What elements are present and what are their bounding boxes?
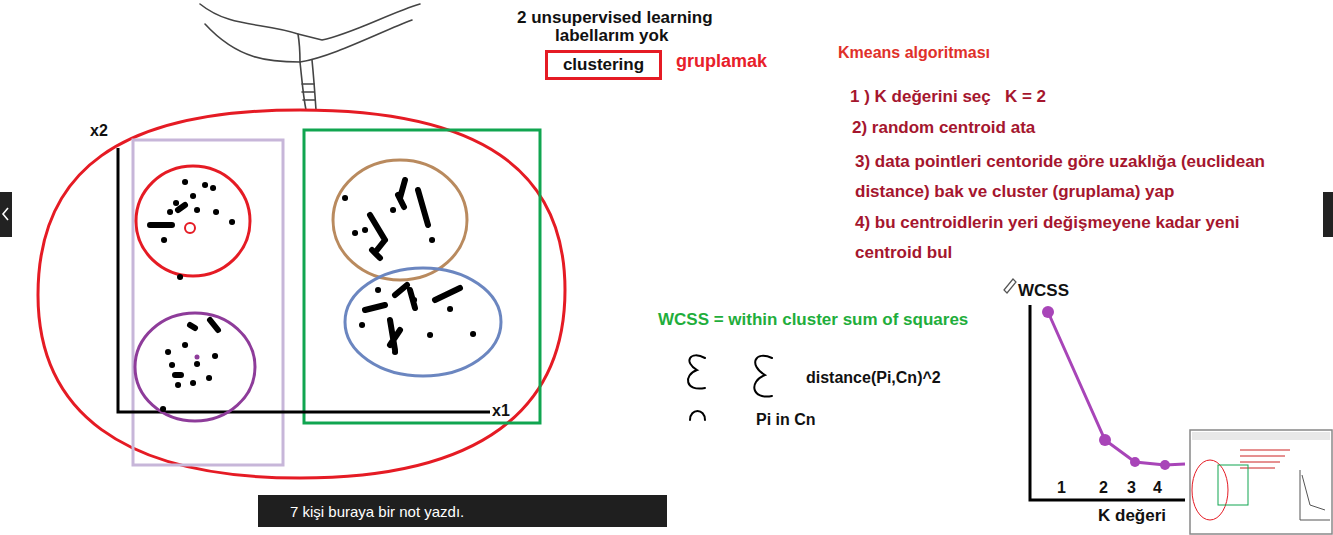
step-text: 1 ) K değerini seç K = 2: [850, 87, 1046, 107]
sum-symbols: [688, 355, 772, 420]
axis-label: K değeri: [1098, 506, 1166, 526]
axis-label: x1: [492, 402, 510, 420]
outer-cluster-outline: [38, 110, 565, 478]
step-text: 4) bu centroidlerin yeri değişmeyene kad…: [855, 208, 1255, 268]
translation-note: gruplamak: [676, 51, 767, 72]
arm-sketch: [200, 4, 420, 110]
formula-term: distance(Pi,Cn)^2: [806, 369, 941, 387]
tick-label: 1: [1057, 479, 1066, 497]
cluster-circle: [135, 313, 255, 421]
axis-label: x2: [90, 122, 108, 140]
cluster-circle: [345, 268, 501, 376]
tick-label: 4: [1153, 479, 1162, 497]
subheading-text: labellarım yok: [555, 26, 668, 46]
term-box: clustering: [545, 50, 662, 80]
thumbnail-preview: [1190, 430, 1332, 534]
node-text: 7 kişi buraya bir not yazdı.: [290, 503, 464, 520]
tick-label: 3: [1127, 479, 1136, 497]
centroid-mark: [185, 223, 195, 233]
left-group-rect: [133, 140, 283, 465]
axis-label: WCSS: [1018, 281, 1069, 301]
formula-title: WCSS = within cluster sum of squares: [658, 310, 968, 330]
formula-subscript: Pi in Cn: [756, 411, 816, 429]
node-text: clustering: [563, 55, 644, 75]
tick-label: 2: [1099, 479, 1108, 497]
cluster-circle: [136, 166, 250, 276]
caption-bar: 7 kişi buraya bir not yazdı.: [258, 495, 667, 527]
cluster-circle: [333, 160, 467, 280]
centroid-mark: [195, 355, 200, 360]
data-points: [150, 180, 473, 409]
right-group-rect: [304, 130, 540, 423]
step-text: 2) random centroid ata: [852, 118, 1035, 138]
elbow-chart: [1004, 279, 1185, 500]
step-text: 3) data pointleri centoride göre uzaklığ…: [855, 147, 1325, 207]
plot-axes: [118, 148, 490, 412]
algorithm-title: Kmeans algoritması: [838, 44, 990, 62]
heading-text: 2 unsupervised learning: [517, 8, 713, 28]
